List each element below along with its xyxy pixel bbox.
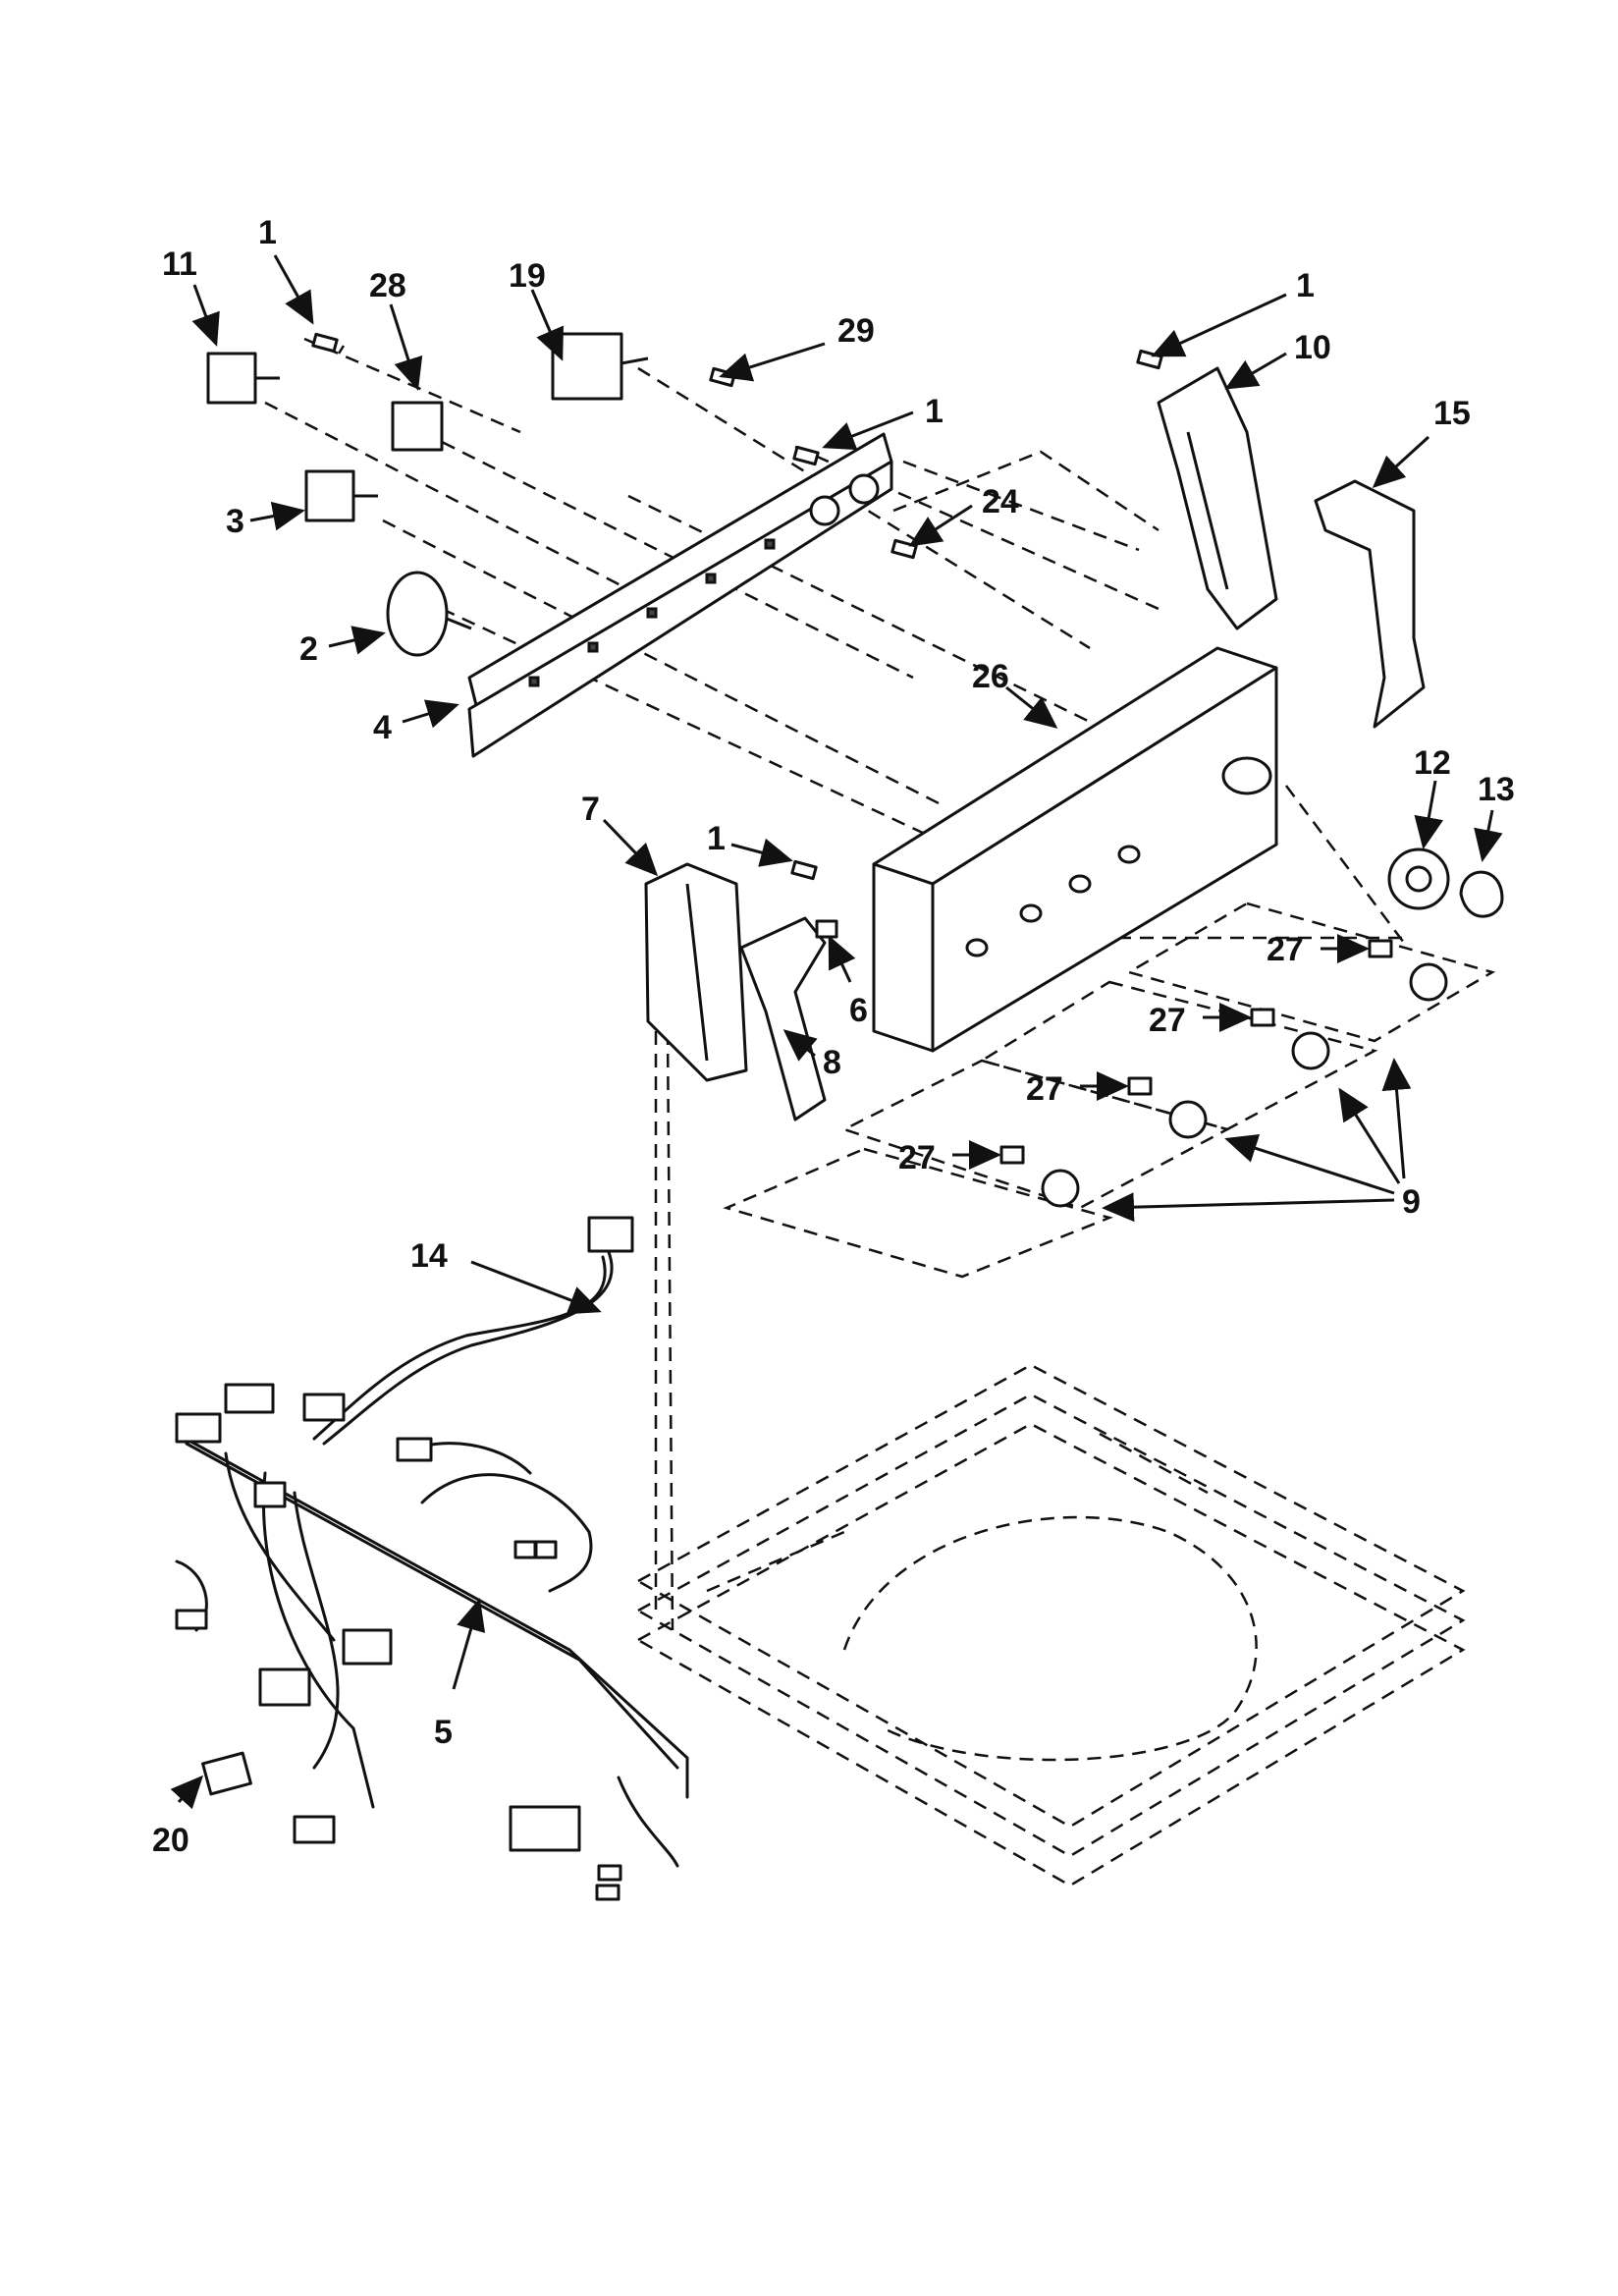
callout-26: 26 (972, 658, 1009, 695)
plug-14 (587, 1216, 634, 1253)
connector-d (253, 1481, 287, 1508)
left-end-cap (644, 862, 748, 1082)
connector-b (175, 1412, 222, 1444)
callout-1-c: 1 (925, 393, 944, 430)
washer-top-outline (635, 1363, 1466, 1887)
connector-f (342, 1628, 393, 1666)
switch-20 (201, 1751, 252, 1796)
callout-labels: 11 1 28 19 1 10 15 29 1 24 3 2 4 26 7 1 … (152, 214, 1515, 1859)
callout-9: 9 (1402, 1183, 1421, 1221)
connector-h (293, 1815, 336, 1844)
callout-10: 10 (1294, 329, 1331, 366)
connector-a (224, 1383, 275, 1414)
switch-28 (391, 401, 444, 452)
callout-2: 2 (299, 630, 318, 668)
right-end-cap (1157, 366, 1278, 630)
callout-11: 11 (162, 246, 197, 283)
callout-14: 14 (410, 1237, 448, 1275)
callout-5: 5 (434, 1714, 453, 1751)
connector-i (396, 1437, 433, 1462)
mounting-bracket (467, 432, 893, 758)
callout-4: 4 (373, 709, 392, 746)
callout-27-b: 27 (1149, 1002, 1186, 1039)
knob-placement-boxes (723, 902, 1496, 1279)
callout-3: 3 (226, 503, 244, 540)
connector-e (258, 1667, 311, 1707)
callout-27-c: 27 (1026, 1070, 1063, 1108)
callout-27-d: 27 (898, 1139, 936, 1176)
callout-27-a: 27 (1267, 931, 1304, 968)
switch-3 (304, 469, 355, 522)
callout-24: 24 (982, 483, 1019, 520)
timer-19 (551, 332, 623, 401)
callout-1-a: 1 (258, 214, 277, 251)
switches (206, 332, 649, 657)
switch-11 (206, 352, 257, 405)
left-trim (739, 916, 827, 1121)
callout-8: 8 (823, 1044, 841, 1081)
callout-28: 28 (369, 267, 406, 304)
callout-19: 19 (509, 257, 546, 295)
callout-15: 15 (1433, 395, 1471, 432)
callout-6: 6 (849, 992, 868, 1029)
callout-12: 12 (1414, 744, 1451, 782)
callout-29: 29 (837, 312, 875, 350)
callout-20: 20 (152, 1822, 189, 1859)
wire-harness (175, 1216, 689, 1901)
selector-2 (386, 571, 449, 657)
callout-1-b: 1 (1296, 267, 1315, 304)
callout-7: 7 (581, 791, 600, 828)
connector-g (509, 1805, 581, 1852)
right-trim (1314, 479, 1426, 729)
knob-13 (1459, 870, 1504, 918)
connector-c (302, 1393, 346, 1422)
control-console (872, 646, 1278, 1053)
knobs (999, 847, 1504, 1208)
callout-arrows (170, 254, 1503, 1810)
callout-13: 13 (1478, 771, 1515, 808)
callout-1-d: 1 (707, 820, 726, 857)
